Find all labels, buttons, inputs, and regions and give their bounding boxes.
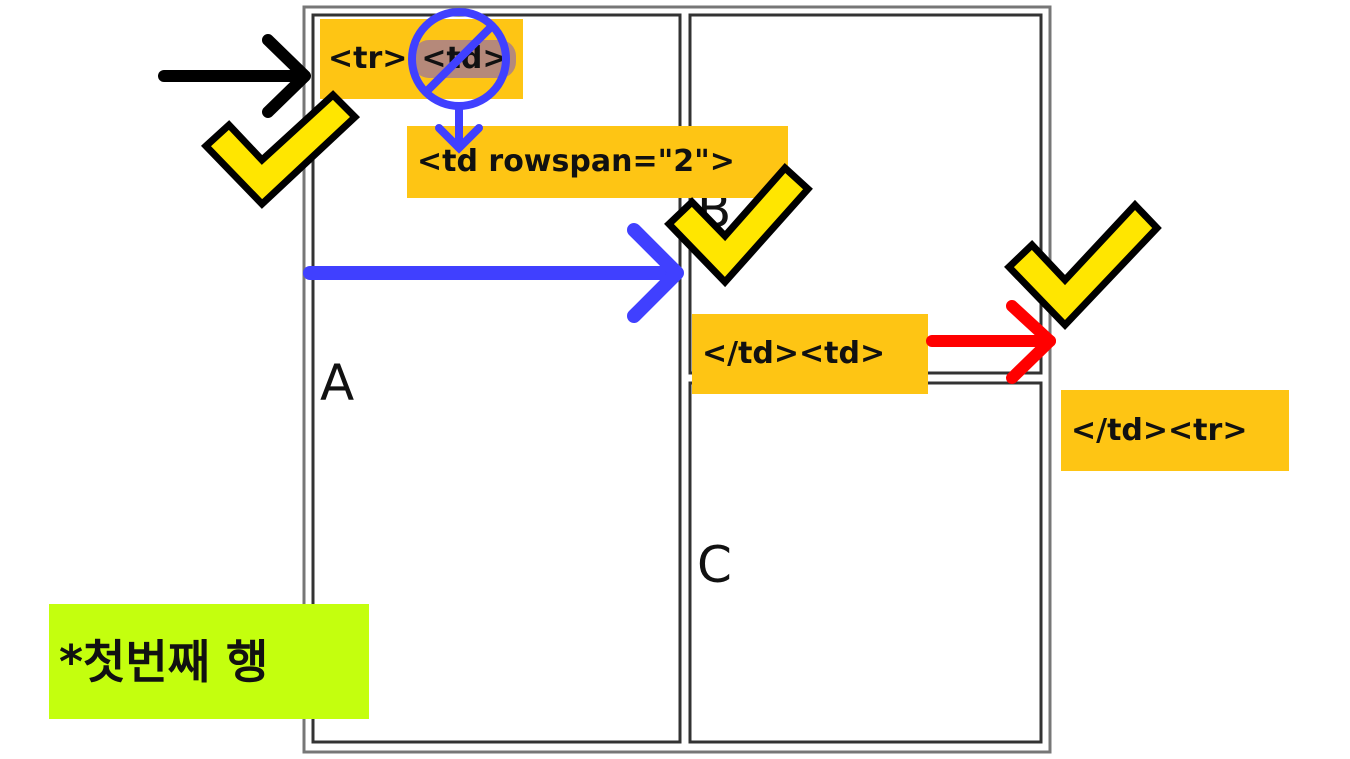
tag-td-rowspan: <td rowspan="2"> <box>407 126 788 198</box>
table-outer-border <box>302 5 1052 754</box>
tag-td-struck-text: <td> <box>421 41 508 76</box>
tag-td-close-td-open: </td><td> <box>692 314 928 394</box>
tag-tr-open-text: <tr> <box>328 41 408 76</box>
tag-tr-open: <tr> <td> <box>320 19 523 99</box>
cell-c-label: C <box>697 536 732 594</box>
first-row-note: *첫번째 행 <box>49 604 369 719</box>
cell-c-border <box>688 381 1043 744</box>
tag-td-struck: <td> <box>413 40 516 78</box>
tag-td-close-tr: </td><tr> <box>1061 390 1289 471</box>
cell-a-label: A <box>320 354 355 412</box>
